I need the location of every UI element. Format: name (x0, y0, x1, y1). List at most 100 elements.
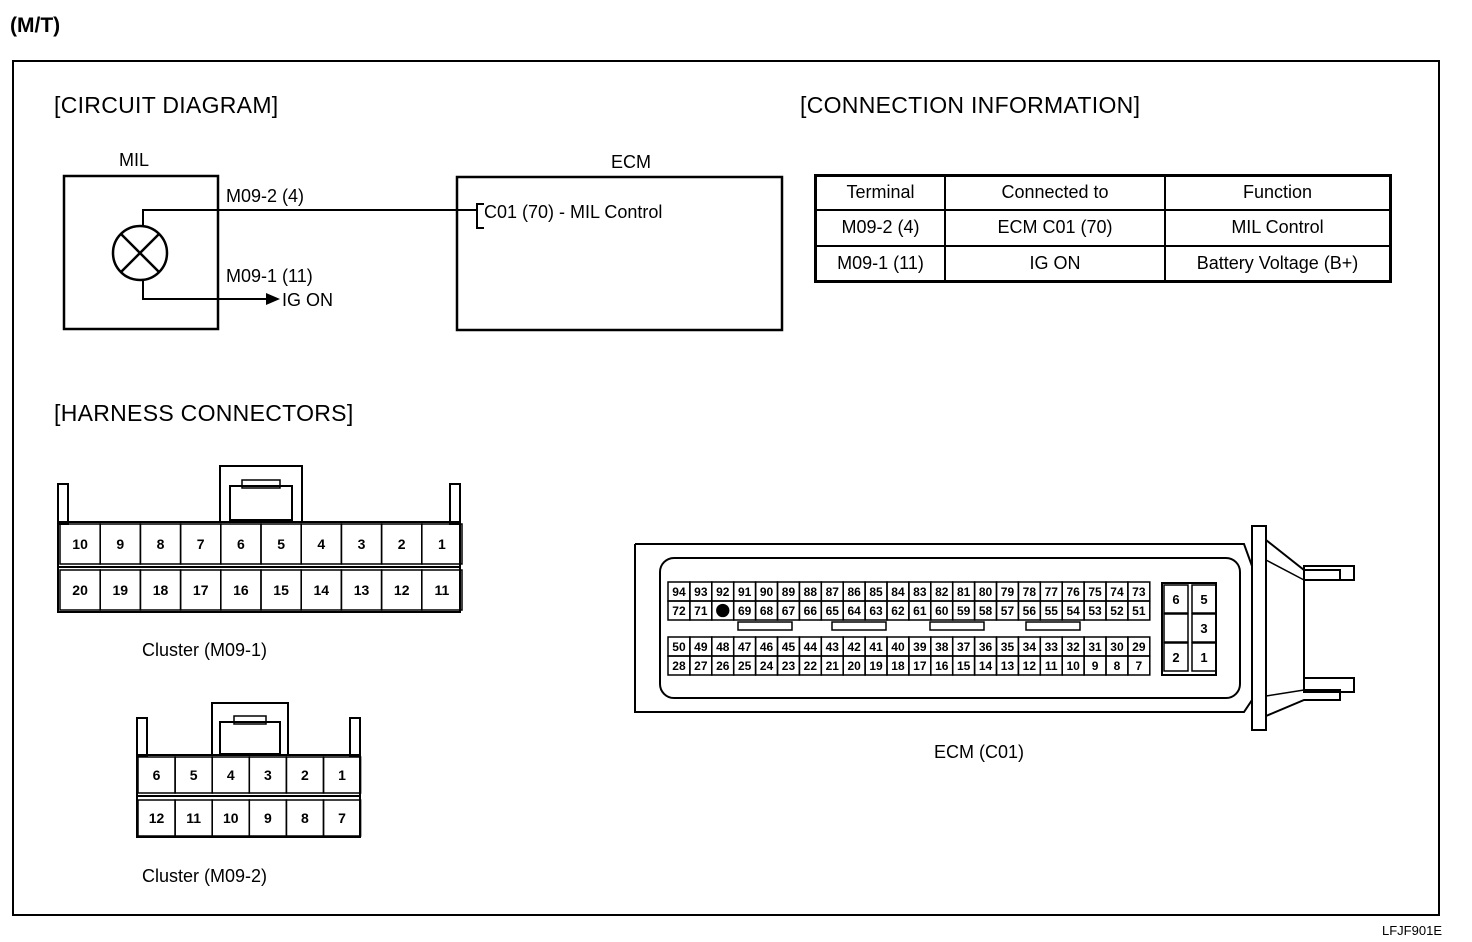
cluster-m09-2-pin-label: 4 (227, 767, 235, 783)
ecm-pin-label: 74 (1110, 585, 1124, 599)
ecm-pin-label: 64 (847, 604, 861, 618)
cluster-m09-1-pin-label: 2 (398, 536, 406, 552)
ecm-pin-label: 57 (1001, 604, 1015, 618)
ecm-pin-label: 84 (891, 585, 905, 599)
ecm-pin-label: 28 (672, 659, 686, 673)
ecm-pin-label: 56 (1023, 604, 1037, 618)
ecm-pin-label: 89 (782, 585, 796, 599)
ecm-pin-label: 37 (957, 640, 971, 654)
cluster-m09-1-pin-label: 20 (72, 582, 88, 598)
ecm-pin-label: 16 (935, 659, 949, 673)
ecm-side-cell (1163, 642, 1189, 672)
ecm-pin-label: 85 (869, 585, 883, 599)
ecm-pin-label: 21 (826, 659, 840, 673)
ecm-pin-label: 27 (694, 659, 708, 673)
cluster-m09-1-pin-label: 4 (317, 536, 325, 552)
cluster-m09-1-pin-label: 14 (314, 582, 330, 598)
ecm-pin-label: 67 (782, 604, 796, 618)
ecm-side-cell (1191, 642, 1217, 672)
ecm-pin-label: 72 (672, 604, 686, 618)
cluster-m09-1-pin-label: 11 (434, 582, 449, 598)
cluster-m09-2-caption: Cluster (M09-2) (142, 866, 268, 886)
ecm-pin-label: 18 (891, 659, 905, 673)
table-cell: MIL Control (1164, 208, 1392, 247)
ecm-pin-label: C01 (70) - MIL Control (484, 202, 663, 222)
ecm-side-cell (1191, 584, 1217, 614)
table-header-terminal: Terminal (814, 174, 946, 211)
figure-code: LFJF901E (1382, 923, 1442, 938)
lamp-cross-b (120, 233, 160, 273)
cluster-m09-1-pin-label: 10 (72, 536, 88, 552)
ig-on-label: IG ON (282, 290, 334, 310)
ecm-pin-label: 68 (760, 604, 774, 618)
ecm-pin-label: 10 (1066, 659, 1080, 673)
ecm-pin-label: 38 (935, 640, 949, 654)
ecm-pin-label: 44 (804, 640, 818, 654)
ecm-label: ECM (611, 152, 651, 172)
mode-label: (M/T) (10, 14, 61, 37)
ecm-pin-label: 30 (1110, 640, 1124, 654)
ecm-pin-label: 20 (847, 659, 861, 673)
cluster-m09-1-cell (421, 523, 463, 565)
cluster-m09-2-pin-label: 7 (338, 810, 346, 826)
ecm-pin-label: 35 (1001, 640, 1015, 654)
ecm-side-pin-label: 3 (1200, 621, 1207, 636)
ecm-pin-label: 66 (804, 604, 818, 618)
cluster-m09-1-pin-label: 17 (193, 582, 209, 598)
ecm-box (455, 175, 784, 332)
wire-label-m09-1: M09-1 (11) (226, 266, 313, 286)
cluster-m09-1-pin-label: 7 (197, 536, 205, 552)
cluster-m09-2-pin-label: 8 (301, 810, 309, 826)
arrow-icon (266, 293, 280, 305)
cluster-m09-1-pin-label: 12 (394, 582, 410, 598)
ecm-pin-label: 51 (1132, 604, 1146, 618)
ecm-pin-label: 47 (738, 640, 752, 654)
ecm-pin-label: 75 (1088, 585, 1102, 599)
ecm-pin-label: 63 (869, 604, 883, 618)
ecm-pin-label: 91 (738, 585, 752, 599)
ecm-pin-label: 87 (826, 585, 840, 599)
ecm-pin-label: 26 (716, 659, 730, 673)
ecm-pin-label: 71 (694, 604, 708, 618)
ecm-pin-label: 22 (804, 659, 818, 673)
ecm-pin-label: 81 (957, 585, 971, 599)
ecm-pin-label: 54 (1066, 604, 1080, 618)
table-cell: Battery Voltage (B+) (1164, 244, 1392, 283)
ecm-cell (1127, 655, 1151, 676)
ecm-pin-label: 9 (1092, 659, 1099, 673)
ecm-pin-label: 13 (1001, 659, 1015, 673)
mil-label: MIL (119, 150, 150, 170)
cluster-m09-2-cell (322, 756, 362, 794)
table-header-connected: Connected to (944, 174, 1166, 211)
table-cell: ECM C01 (70) (944, 208, 1166, 247)
ecm-pin-label: 31 (1088, 640, 1102, 654)
ecm-pin-label: 41 (869, 640, 883, 654)
ecm-pin-label: 90 (760, 585, 774, 599)
ecm-pin-label: 24 (760, 659, 774, 673)
ecm-pin-label: 82 (935, 585, 949, 599)
cluster-m09-1-pin-label: 9 (116, 536, 124, 552)
ecm-pin-label: 60 (935, 604, 949, 618)
cluster-m09-1-cell (421, 569, 463, 611)
ecm-pin-label: 7 (1136, 659, 1143, 673)
cluster-m09-1-pin-label: 3 (358, 536, 366, 552)
ecm-side-cell (1163, 584, 1189, 614)
ecm-pin-label: 93 (694, 585, 708, 599)
ecm-side-pin-label: 2 (1172, 650, 1179, 665)
ecm-pin-label: 55 (1045, 604, 1059, 618)
ecm-pin-label: 17 (913, 659, 927, 673)
ecm-pin-label: 53 (1088, 604, 1102, 618)
ecm-pin-label: 61 (913, 604, 927, 618)
ecm-pin-label: 76 (1066, 585, 1080, 599)
cluster-m09-2-pin-label: 12 (149, 810, 165, 826)
ecm-pin-label: 43 (826, 640, 840, 654)
ecm-pin-label: 58 (979, 604, 993, 618)
mil-box (62, 174, 220, 331)
table-header-function: Function (1164, 174, 1392, 211)
circuit-diagram-title: [CIRCUIT DIAGRAM] (54, 92, 279, 118)
cluster-m09-1-caption: Cluster (M09-1) (142, 640, 268, 660)
ecm-pin-label: 79 (1001, 585, 1015, 599)
